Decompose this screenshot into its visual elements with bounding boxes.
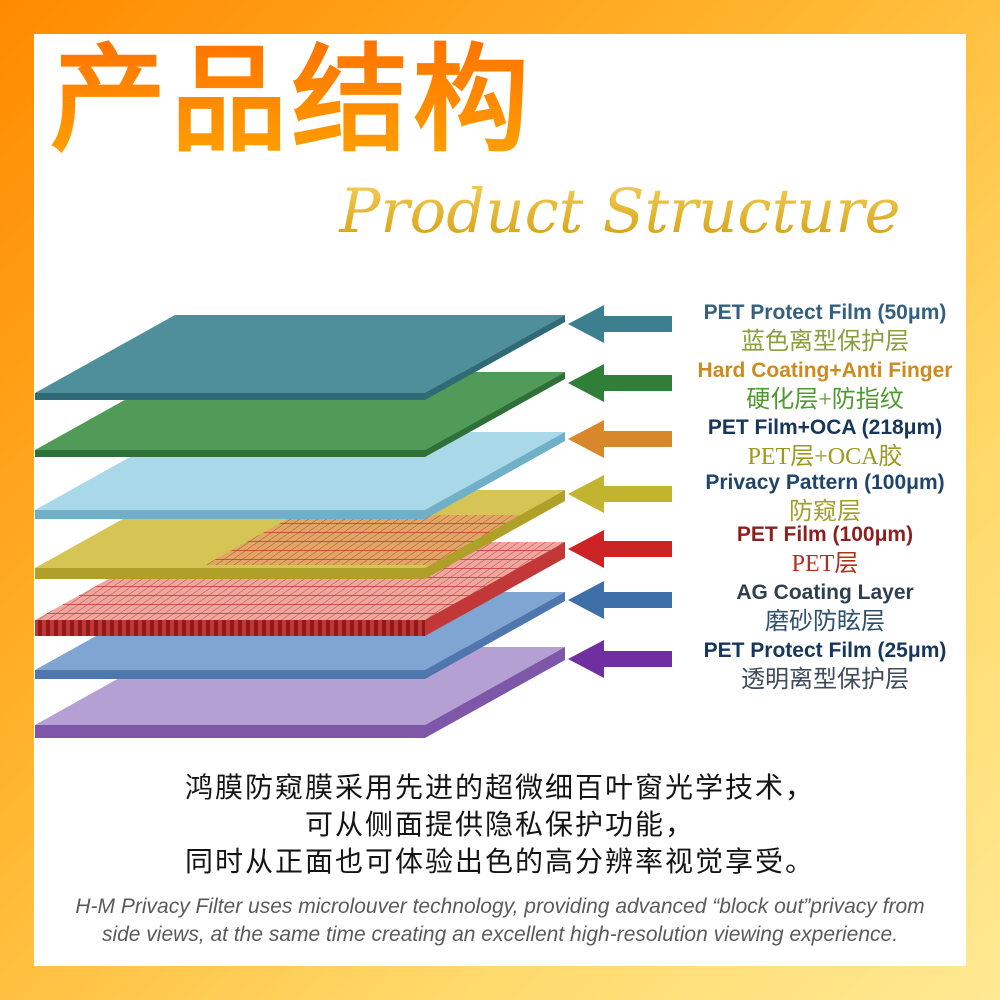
layer-arrow-icon [568, 581, 672, 619]
description-en-line: side views, at the same time creating an… [101, 923, 899, 946]
description-cjk-line: 可从侧面提供隐私保护功能， [304, 810, 695, 841]
layer-arrow-icon [568, 420, 672, 458]
layer-front-edge [35, 510, 425, 519]
layer-label-en: PET Film+OCA (218μm) [707, 416, 943, 439]
description-en-line: H-M Privacy Filter uses microlouver tech… [75, 895, 925, 918]
layer-label-cjk: PET层+OCA胶 [747, 444, 903, 470]
layer-label-cjk: 防窥层 [789, 499, 861, 525]
layer-front-edge [35, 670, 425, 679]
layer-label-7: PET Protect Film (25μm) 透明离型保护层 [656, 638, 994, 695]
page-title: 产品结构 [50, 35, 534, 165]
layer-label-en: PET Film (100μm) [736, 523, 914, 546]
layer-label-5: PET Film (100μm) PET层 [656, 522, 994, 579]
layer-label-cjk: 透明离型保护层 [741, 667, 909, 693]
layer-side-edge [425, 592, 565, 679]
layer-label-cjk: 蓝色离型保护层 [741, 329, 909, 355]
layer-side-edge [425, 490, 565, 579]
layer-side-edge [425, 372, 565, 457]
layer-label-2: Hard Coating+Anti Finger 硬化层+防指纹 [656, 358, 994, 415]
layer-stack-diagram [35, 305, 672, 738]
layer-front-edge-stripes [35, 620, 425, 636]
layer-label-3: PET Film+OCA (218μm) PET层+OCA胶 [656, 415, 994, 472]
layer-front-edge [35, 568, 425, 579]
layer-sheet-pet-protect-film-50 [35, 315, 565, 400]
layer-labels: PET Protect Film (50μm) 蓝色离型保护层 Hard Coa… [656, 0, 994, 740]
layer-arrow-icon [568, 475, 672, 513]
layer-front-edge [35, 450, 425, 457]
layer-side-edge [425, 542, 565, 636]
layer-arrow-icon [568, 364, 672, 402]
layer-label-4: Privacy Pattern (100μm) 防窥层 [656, 470, 994, 527]
layer-label-cjk: PET层 [791, 551, 859, 577]
layer-label-cjk: 磨砂防眩层 [765, 609, 885, 635]
layer-label-1: PET Protect Film (50μm) 蓝色离型保护层 [656, 300, 994, 357]
layer-label-en: PET Protect Film (25μm) [703, 639, 947, 662]
layer-front-edge [35, 393, 425, 400]
layer-arrow-icon [568, 305, 672, 343]
description-cjk-line: 同时从正面也可体验出色的高分辨率视觉享受。 [184, 847, 815, 878]
page-subtitle: Product Structure [330, 178, 910, 245]
layer-label-6: AG Coating Layer 磨砂防眩层 [656, 580, 994, 637]
layer-label-en: AG Coating Layer [736, 581, 914, 604]
layer-side-edge [425, 432, 565, 519]
layer-label-en: PET Protect Film (50μm) [703, 301, 947, 324]
description-block: 鸿膜防窥膜采用先进的超微细百叶窗光学技术， 可从侧面提供隐私保护功能， 同时从正… [50, 770, 950, 949]
layer-label-en: Privacy Pattern (100μm) [705, 471, 945, 494]
layer-front-edge [35, 725, 425, 738]
layer-arrow-icon [568, 530, 672, 568]
layer-label-cjk: 硬化层+防指纹 [746, 387, 904, 413]
privacy-pattern-patch-grid [205, 515, 535, 565]
layer-label-en: Hard Coating+Anti Finger [697, 359, 953, 382]
description-cjk-line: 鸿膜防窥膜采用先进的超微细百叶窗光学技术， [184, 773, 815, 804]
layer-side-edge [425, 647, 565, 738]
layer-side-edge [425, 315, 565, 400]
layer-face [35, 315, 565, 393]
layer-arrow-icon [568, 640, 672, 678]
